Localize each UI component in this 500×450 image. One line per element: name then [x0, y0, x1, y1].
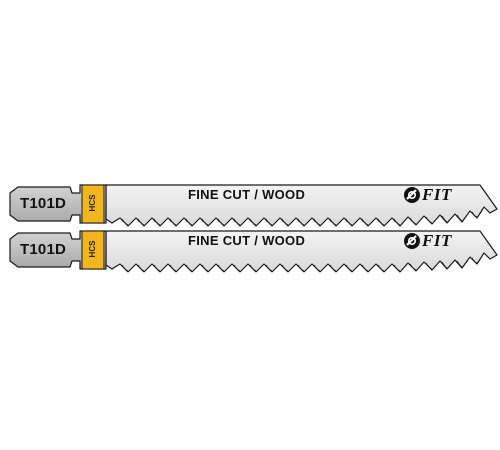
jigsaw-blade-1: T101D HCS FINE CUT / WOOD FIT: [0, 181, 500, 237]
blade-code-2: T101D: [20, 241, 67, 258]
material-label-1: HCS: [88, 194, 97, 212]
material-band-1: [81, 184, 105, 224]
brand-name-1: FIT: [422, 185, 452, 204]
fit-logo-icon: [404, 187, 420, 203]
brand-logo-1: FIT: [403, 185, 452, 205]
brand-logo-2: FIT: [403, 231, 452, 251]
blade-body-1: [105, 184, 498, 227]
jigsaw-blade-2: T101D HCS FINE CUT / WOOD FIT: [0, 227, 500, 283]
blade-body-2: [105, 230, 498, 273]
blade-outline-2: [9, 230, 498, 273]
blade-code-1: T101D: [20, 195, 67, 212]
application-label-1: FINE CUT / WOOD: [188, 187, 306, 202]
blade-outline-1: [9, 184, 498, 227]
material-band-2: [81, 230, 105, 270]
application-label-2: FINE CUT / WOOD: [188, 233, 306, 248]
material-label-2: HCS: [88, 240, 97, 258]
fit-logo-icon: [404, 233, 420, 249]
brand-name-2: FIT: [422, 231, 452, 250]
